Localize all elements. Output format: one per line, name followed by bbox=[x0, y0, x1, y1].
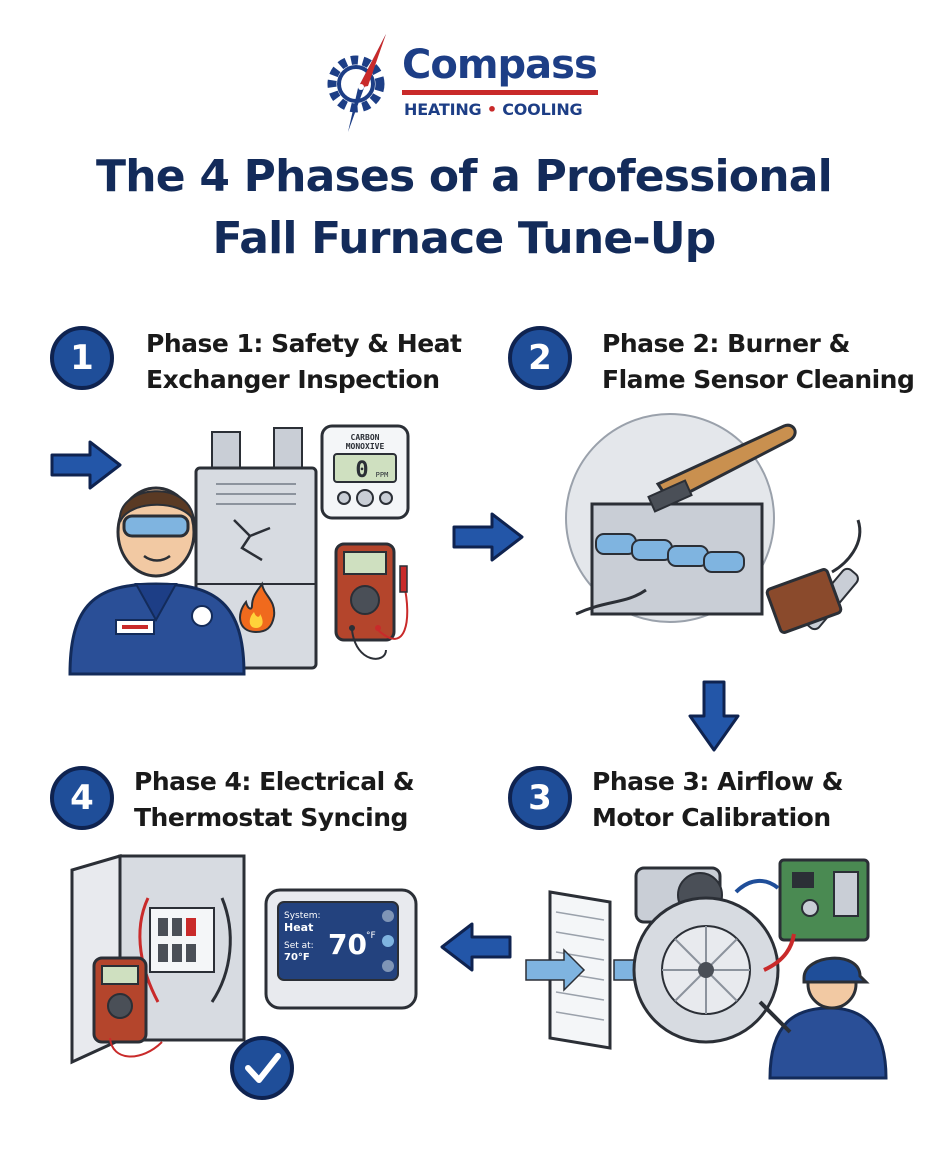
brand-tagline-right: COOLING bbox=[502, 100, 583, 119]
arrow-left-icon bbox=[440, 922, 512, 972]
phase-4-badge: 4 bbox=[50, 766, 114, 830]
heat-exchanger-crack bbox=[233, 519, 271, 562]
control-board bbox=[778, 858, 870, 942]
phase-2-title-line-2: Flame Sensor Cleaning bbox=[602, 365, 915, 394]
co-reading: 0 bbox=[355, 458, 368, 483]
phase-1-title-line-2: Exchanger Inspection bbox=[146, 365, 440, 394]
page-title-line-1: The 4 Phases of a Professional bbox=[96, 151, 833, 202]
multimeter bbox=[92, 956, 163, 1058]
blower-motor bbox=[632, 866, 780, 1044]
phase-3-title-line-1: Phase 3: Airflow & bbox=[592, 767, 844, 796]
phase-4-title: Phase 4: Electrical & Thermostat Syncing bbox=[134, 764, 415, 836]
thermostat-system-label: System: bbox=[284, 911, 321, 921]
cleaning-pad bbox=[765, 568, 843, 634]
technician bbox=[68, 486, 246, 676]
checkmark-icon bbox=[230, 1036, 294, 1100]
thermostat-mode: Heat bbox=[284, 921, 313, 934]
arrow-down-icon bbox=[688, 680, 740, 752]
co-label-line-2: MONOXIVE bbox=[346, 442, 385, 451]
page-title: The 4 Phases of a Professional Fall Furn… bbox=[0, 146, 928, 270]
brand-tagline-separator: • bbox=[486, 100, 497, 119]
thermostat-set-label: Set at: bbox=[284, 941, 314, 951]
thermostat-unit: °F bbox=[366, 931, 376, 941]
phase-3-illustration bbox=[525, 858, 888, 1080]
brand-logo: Compass HEATING • COOLING bbox=[326, 32, 606, 138]
phase-1-badge: 1 bbox=[50, 326, 114, 390]
phase-4-illustration: System: Heat Set at: 70°F 70 °F bbox=[70, 854, 418, 1100]
page-title-line-2: Fall Furnace Tune-Up bbox=[212, 213, 717, 264]
brush-icon bbox=[647, 423, 797, 513]
brand-tagline: HEATING • COOLING bbox=[404, 100, 583, 119]
brand-tagline-left: HEATING bbox=[404, 100, 482, 119]
arrow-right-icon bbox=[50, 440, 122, 490]
phase-2-illustration bbox=[565, 413, 862, 634]
phase-1-title-line-1: Phase 1: Safety & Heat bbox=[146, 329, 462, 358]
thermostat: System: Heat Set at: 70°F 70 °F bbox=[264, 888, 418, 1010]
phase-3-title-line-2: Motor Calibration bbox=[592, 803, 831, 832]
burner-tubes bbox=[595, 533, 745, 573]
phase-4-title-line-1: Phase 4: Electrical & bbox=[134, 767, 415, 796]
compass-gear-icon bbox=[327, 34, 386, 132]
thermostat-temperature: 70 bbox=[328, 928, 367, 961]
flame-icon bbox=[239, 581, 276, 634]
arrow-right-icon bbox=[452, 512, 524, 562]
phase-2-title-line-1: Phase 2: Burner & bbox=[602, 329, 850, 358]
co-unit: PPM bbox=[376, 471, 389, 479]
technician bbox=[758, 956, 888, 1080]
phase-2-title: Phase 2: Burner & Flame Sensor Cleaning bbox=[602, 326, 915, 398]
brand-divider bbox=[402, 90, 598, 95]
phase-1-title: Phase 1: Safety & Heat Exchanger Inspect… bbox=[146, 326, 462, 398]
brand-name: Compass bbox=[402, 42, 598, 88]
co-detector: CARBON MONOXIVE 0 PPM bbox=[320, 424, 410, 520]
thermostat-set-value: 70°F bbox=[284, 952, 310, 963]
multimeter bbox=[334, 542, 409, 660]
co-label-line-1: CARBON bbox=[351, 433, 380, 442]
phase-2-badge: 2 bbox=[508, 326, 572, 390]
phase-3-title: Phase 3: Airflow & Motor Calibration bbox=[592, 764, 844, 836]
phase-1-illustration: CARBON MONOXIVE 0 PPM bbox=[68, 424, 410, 676]
phase-4-title-line-2: Thermostat Syncing bbox=[134, 803, 408, 832]
phase-3-badge: 3 bbox=[508, 766, 572, 830]
